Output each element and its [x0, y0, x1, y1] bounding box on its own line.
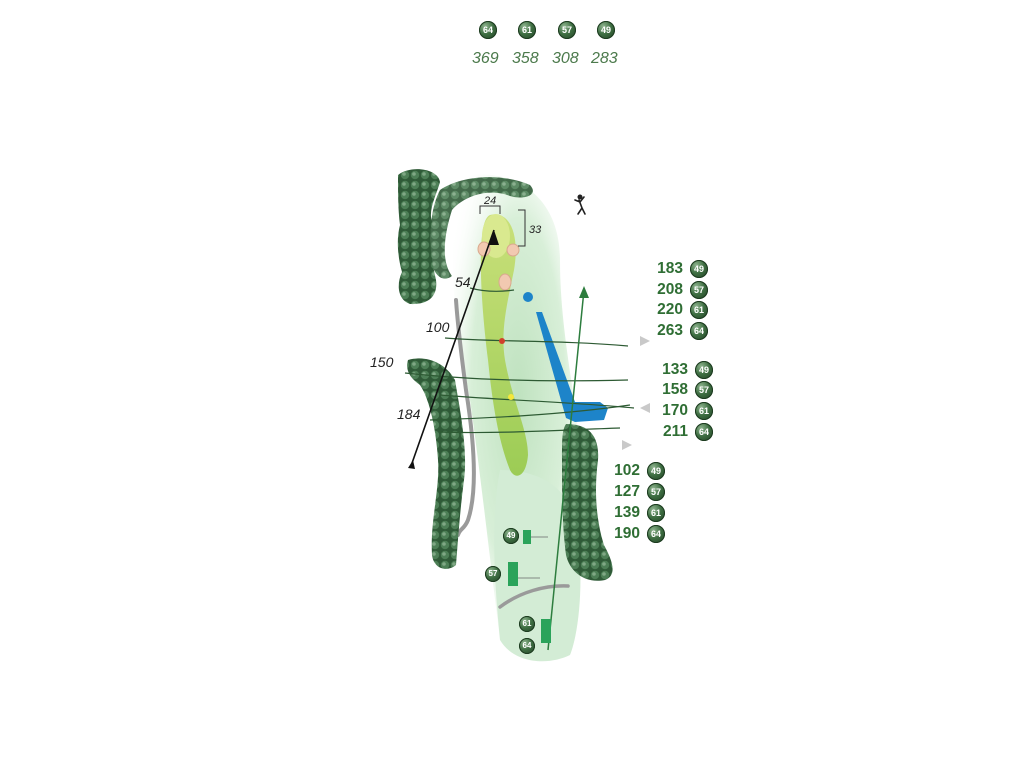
distance-value: 220 [657, 301, 683, 318]
rough-area-lower [494, 470, 581, 662]
trees-right [562, 424, 613, 581]
distance-badge: 64 [690, 322, 708, 340]
distance-badge: 61 [690, 301, 708, 319]
distance-value: 127 [614, 483, 640, 500]
tee-marker-49: 49 [503, 528, 519, 544]
distance-arc-184 [429, 404, 631, 421]
tee-badge-61: 61 [518, 21, 536, 39]
tee-marker-57: 57 [485, 566, 501, 582]
aim-line [410, 229, 495, 467]
yardage-dot-yellow [508, 394, 514, 400]
bunker-3 [498, 273, 512, 291]
marker-triangle-1 [640, 336, 650, 346]
yardage-dot-red [499, 338, 505, 344]
green-width-bracket [518, 209, 526, 247]
tee-box-61-64 [541, 619, 551, 643]
distance-label-54: 54 [455, 274, 471, 290]
distance-badge: 49 [695, 361, 713, 379]
cart-path [454, 298, 476, 537]
fairway [480, 214, 528, 476]
aim-arrow-tail [408, 460, 415, 469]
distance-value: 183 [657, 260, 683, 277]
green-depth-label: 24 [483, 195, 496, 207]
marker-triangle-3 [622, 440, 632, 450]
distance-arc-100 [444, 337, 629, 347]
yardage-61: 358 [512, 50, 539, 67]
tee-marker-64: 64 [519, 638, 535, 654]
distance-badge: 64 [695, 423, 713, 441]
distance-value: 170 [662, 402, 688, 419]
distance-badge: 57 [647, 483, 665, 501]
distance-value: 263 [657, 322, 683, 339]
bunker-2 [506, 243, 520, 257]
cart-path-lower [498, 584, 570, 609]
yardage-57: 308 [552, 50, 579, 67]
tee-line [547, 289, 585, 651]
distance-badge: 61 [647, 504, 665, 522]
distance-value: 190 [614, 525, 640, 542]
trees-green-arc [430, 177, 533, 279]
tee-box-49 [523, 530, 531, 544]
water-marker [523, 292, 533, 302]
distance-badge: 49 [690, 260, 708, 278]
distance-value: 208 [657, 281, 683, 298]
yardage-64: 369 [472, 50, 499, 67]
green-width-label: 33 [529, 224, 542, 236]
trees-left-lower [407, 358, 466, 569]
tee-box-57 [508, 562, 518, 586]
distance-value: 211 [662, 423, 688, 440]
golfer-icon [574, 194, 586, 215]
distance-value: 139 [614, 504, 640, 521]
water-hazard [536, 312, 608, 422]
distance-arc-b [439, 427, 621, 434]
distance-label-184: 184 [397, 406, 421, 422]
distance-badge: 57 [695, 381, 713, 399]
distance-value: 133 [662, 361, 688, 378]
yardage-49: 283 [591, 50, 618, 67]
trees-left-upper [397, 169, 440, 305]
tee-badge-64: 64 [479, 21, 497, 39]
tee-line-arrowhead [579, 286, 589, 298]
marker-triangle-2 [640, 403, 650, 413]
tee-badge-57: 57 [558, 21, 576, 39]
green-depth-bracket [479, 205, 501, 214]
aim-arrowhead [488, 230, 499, 245]
distance-badge: 61 [695, 402, 713, 420]
distance-label-100: 100 [426, 319, 450, 335]
distance-badge: 49 [647, 462, 665, 480]
tee-marker-61: 61 [519, 616, 535, 632]
tee-badge-49: 49 [597, 21, 615, 39]
distance-arc-150 [404, 372, 629, 382]
distance-badge: 57 [690, 281, 708, 299]
bunker-1 [477, 241, 491, 257]
distance-badge: 64 [647, 525, 665, 543]
distance-label-150: 150 [370, 354, 394, 370]
distance-value: 158 [662, 381, 688, 398]
distance-arc-a [439, 394, 635, 409]
distance-value: 102 [614, 462, 640, 479]
